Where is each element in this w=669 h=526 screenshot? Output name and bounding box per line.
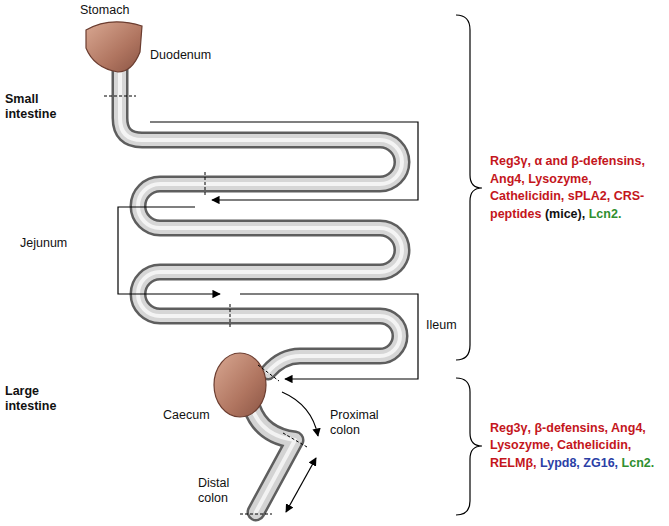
peptide-name: ZG16,: [583, 456, 618, 470]
caecum-shape: [214, 353, 266, 417]
intestine-tube: [120, 68, 402, 512]
region-brackets: [456, 15, 482, 515]
organ-label: Stomach: [80, 3, 129, 18]
segment-label: Jejunum: [20, 236, 67, 251]
organ-label: Caecum: [163, 408, 210, 423]
region-label: Large intestine: [5, 384, 73, 414]
region-label: Small intestine: [5, 92, 73, 122]
segment-label: Duodenum: [150, 48, 211, 63]
peptide-name: (mice),: [545, 207, 585, 221]
peptide-name: Lypd8,: [540, 456, 580, 470]
peptide-name: Lcn2.: [622, 456, 655, 470]
segment-boundaries: [104, 96, 307, 514]
segment-arrows: [118, 122, 418, 512]
segment-label: Distal colon: [198, 476, 244, 506]
segment-label: Proximal colon: [330, 408, 392, 438]
peptide-list: Reg3γ, β-defensins, Ang4, Lysozyme, Cath…: [490, 420, 664, 473]
peptide-name: Lcn2.: [589, 207, 622, 221]
stomach-shape: [86, 22, 142, 72]
segment-label: Ileum: [426, 318, 457, 333]
peptide-list: Reg3γ, α and β-defensins, Ang4, Lysozyme…: [490, 153, 664, 223]
